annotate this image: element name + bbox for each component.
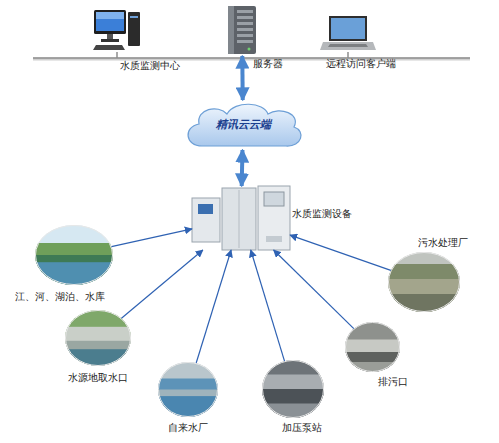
server-slot xyxy=(237,16,253,19)
scene-icon xyxy=(65,310,131,366)
sampling-arrow xyxy=(111,229,192,247)
bus-drop xyxy=(241,56,243,58)
monitoring-equipment: 水质监测设备 xyxy=(192,186,290,250)
server-slot xyxy=(237,22,253,25)
photo-scene xyxy=(388,252,460,354)
photo-rim xyxy=(263,361,324,418)
scene-icon xyxy=(35,225,113,285)
cabinets-icon xyxy=(192,186,290,250)
node-label: 自来水厂 xyxy=(148,422,228,434)
server-side xyxy=(228,6,234,54)
sampling-arrow xyxy=(290,235,391,270)
scene-icon xyxy=(388,252,460,312)
client-node: 远程访问客户端 xyxy=(320,14,376,52)
cabinet xyxy=(258,186,290,250)
laptop-lid xyxy=(329,16,367,41)
bus-drop xyxy=(116,52,118,58)
photo-rim xyxy=(36,226,113,285)
source-photo: 排污口 xyxy=(345,322,400,372)
photo-scene xyxy=(65,310,131,405)
laptop-keys xyxy=(328,44,368,47)
sampling-arrow xyxy=(121,250,202,318)
source-photo: 加压泵站 xyxy=(262,360,324,418)
cabinet xyxy=(192,198,220,242)
cloud-node: 精讯云云端 xyxy=(182,100,304,150)
source-photo: 江、河、湖泊、水库 xyxy=(35,225,113,285)
bus-shadow xyxy=(33,58,470,61)
laptop-screen xyxy=(331,18,365,39)
tower-light xyxy=(130,16,138,18)
base xyxy=(101,39,119,42)
source-photo: 污水处理厂 xyxy=(388,252,460,312)
photo-rim xyxy=(389,253,460,312)
photo-rim xyxy=(66,311,131,366)
server-led xyxy=(248,48,251,51)
server-slot xyxy=(237,10,253,13)
server-node: 服务器 xyxy=(225,4,259,56)
photo-scene xyxy=(35,225,113,322)
sampling-arrow xyxy=(196,250,231,363)
photo-rim xyxy=(159,363,218,417)
scene-icon xyxy=(158,362,218,417)
node-label: 水质监测中心 xyxy=(120,60,200,72)
cabinet-display xyxy=(198,204,213,214)
cabinet-seam xyxy=(239,190,240,248)
node-label: 排污口 xyxy=(365,376,420,388)
node-label: 加压泵站 xyxy=(262,422,342,434)
laptop-icon xyxy=(320,14,376,52)
bus-drop xyxy=(347,52,349,58)
server-slot xyxy=(237,34,253,37)
monitor-center-node: 水质监测中心 xyxy=(92,8,142,52)
node-label: 远程访问客户端 xyxy=(326,58,416,70)
node-label: 江、河、湖泊、水库 xyxy=(5,291,115,303)
monitor xyxy=(94,10,126,34)
scene-band xyxy=(65,341,131,397)
screen xyxy=(96,12,124,31)
node-label: 水源地取水口 xyxy=(58,372,138,384)
node-label: 水质监测设备 xyxy=(292,208,372,220)
server-slot xyxy=(237,28,253,31)
stand xyxy=(107,34,113,39)
bus-line xyxy=(33,57,470,59)
source-photo: 自来水厂 xyxy=(158,362,218,417)
data-link-arrow xyxy=(240,150,245,186)
node-label: 污水处理厂 xyxy=(418,237,488,249)
sampling-arrow xyxy=(251,250,285,361)
scene-band xyxy=(158,396,218,443)
keyboard xyxy=(93,45,125,50)
server-slot xyxy=(237,40,253,43)
cabinet-vent xyxy=(266,236,282,242)
cabinet xyxy=(222,188,256,250)
screen-glare xyxy=(96,12,124,19)
laptop-base xyxy=(320,42,376,50)
scene-icon xyxy=(345,322,400,372)
photo-scene xyxy=(345,322,400,412)
server-icon xyxy=(225,4,259,56)
source-photo: 水源地取水口 xyxy=(65,310,131,366)
scene-icon xyxy=(262,360,324,418)
photo-rim xyxy=(346,323,400,372)
data-link-arrow xyxy=(240,56,244,100)
server-body xyxy=(228,6,256,54)
sampling-arrow xyxy=(274,250,354,329)
node-label: 服务器 xyxy=(253,58,303,70)
cloud-title: 精讯云云端 xyxy=(182,119,304,131)
desktop-icon xyxy=(92,8,142,52)
cabinet-window xyxy=(264,192,284,206)
tower xyxy=(128,12,140,46)
